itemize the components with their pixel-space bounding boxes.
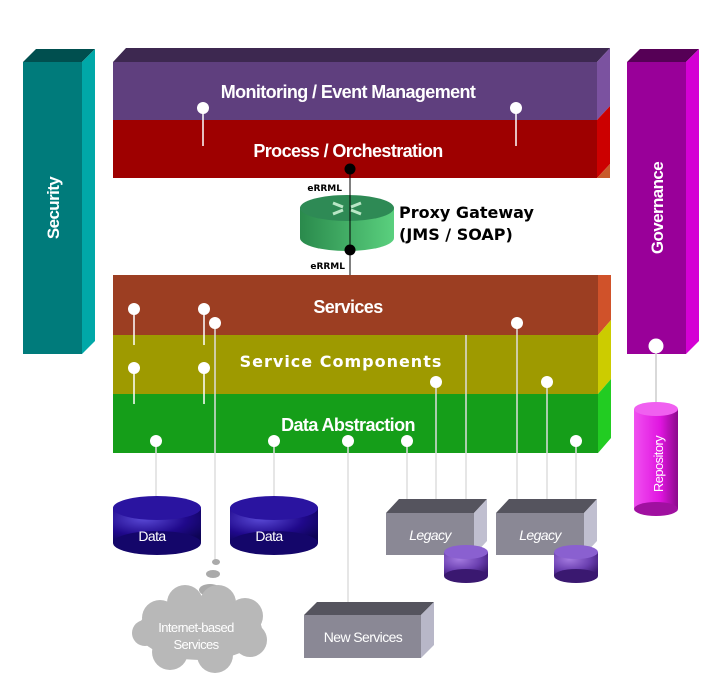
- new-services-label: New Services: [324, 629, 403, 645]
- router-icon: [300, 195, 394, 251]
- connector-node: [342, 435, 354, 447]
- connector-node: [570, 435, 582, 447]
- internet-based-services-cloud: Internet-based Services: [132, 559, 267, 673]
- process-label: Process / Orchestration: [253, 141, 442, 161]
- repository-label: Repository: [651, 435, 666, 492]
- connector-node: [541, 376, 553, 388]
- repository: Repository: [634, 338, 678, 516]
- gateway-title-line2: (JMS / SOAP): [399, 225, 513, 244]
- connector-node: [198, 362, 210, 374]
- connector-node: [209, 317, 221, 329]
- monitoring-label: Monitoring / Event Management: [221, 82, 476, 102]
- legacy-system-1: Legacy: [386, 499, 488, 583]
- connector-node: [648, 338, 664, 354]
- connector-node: [150, 435, 162, 447]
- errml-top-label: eRRML: [307, 184, 342, 194]
- data-store-2-label: Data: [255, 528, 283, 544]
- connector-node: [128, 303, 140, 315]
- gateway-title-line1: Proxy Gateway: [399, 203, 534, 222]
- connector-node: [511, 317, 523, 329]
- errml-bottom-label: eRRML: [310, 262, 345, 272]
- bottom-layer-stack: Services Service Components Data Abstrac…: [113, 275, 611, 605]
- connector-node: [268, 435, 280, 447]
- connector-node: [344, 163, 356, 175]
- connector-node: [401, 435, 413, 447]
- data-store-2: Data: [230, 496, 318, 555]
- connector-node: [197, 102, 209, 114]
- connector-node: [198, 303, 210, 315]
- data-abstraction-label: Data Abstraction: [281, 415, 415, 435]
- security-label: Security: [44, 176, 63, 239]
- proxy-gateway: eRRML eRRML Proxy Gateway (JMS / SOAP): [300, 163, 534, 275]
- services-label: Services: [313, 297, 383, 317]
- connector-node: [344, 244, 356, 256]
- service-components-label: Service Components: [240, 352, 443, 371]
- connector-node: [430, 376, 442, 388]
- legacy-2-label: Legacy: [519, 527, 562, 543]
- connector-node: [510, 102, 522, 114]
- legacy-system-2: Legacy: [496, 499, 598, 583]
- governance-pillar: Governance: [627, 49, 699, 354]
- governance-label: Governance: [648, 162, 667, 254]
- security-pillar: Security: [23, 49, 95, 354]
- internet-label-line2: Services: [173, 637, 219, 652]
- new-services-box: New Services: [304, 602, 434, 658]
- data-store-1-label: Data: [138, 528, 166, 544]
- data-store-1: Data: [113, 496, 201, 555]
- top-layer-stack: Monitoring / Event Management Process / …: [113, 48, 610, 178]
- legacy-1-label: Legacy: [409, 527, 452, 543]
- internet-label-line1: Internet-based: [158, 620, 234, 635]
- connector-node: [128, 362, 140, 374]
